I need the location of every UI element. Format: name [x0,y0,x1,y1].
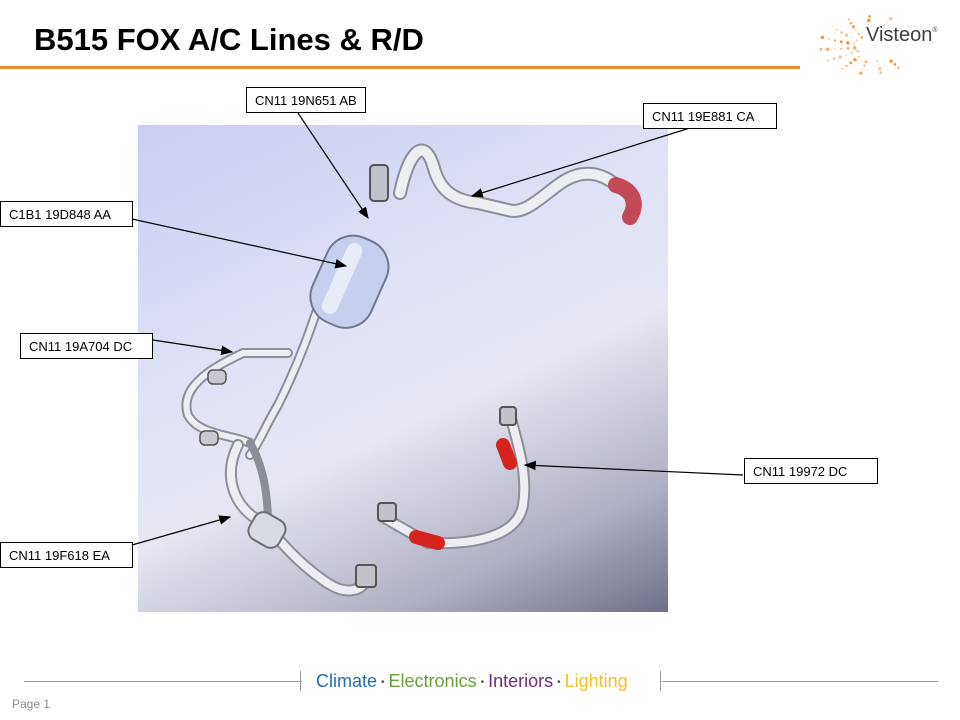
tagline-lighting: Lighting [564,671,628,691]
title-underline [0,66,800,69]
footer-rule-left [24,681,302,682]
footer-rule-right [662,681,938,682]
ac-lines-photo [138,125,668,612]
visteon-logo-icon [819,15,910,75]
slide-title: B515 FOX A/C Lines & R/D [34,22,424,57]
tagline-electronics: Electronics [388,671,477,691]
callout-19e881: CN11 19E881 CA [643,103,777,129]
tagline-climate: Climate [316,671,378,691]
callout-19f618: CN11 19F618 EA [0,542,133,568]
callout-19d848: C1B1 19D848 AA [0,201,133,227]
red-fitting-top-right [608,177,642,225]
ac-lines-illustration [181,143,642,597]
tagline-interiors: Interiors [488,671,554,691]
muffler-lower [247,511,287,549]
page-number: Page 1 [12,697,51,711]
red-band-lower [409,530,445,550]
callout-19a704: CN11 19A704 DC [20,333,153,359]
footer-tick-right [660,671,661,691]
logo-wordmark: Visteon® [866,24,938,46]
pipe-separate-line [377,409,531,550]
red-band-upper [496,438,517,470]
callout-19n651: CN11 19N651 AB [246,87,366,113]
callout-19972: CN11 19972 DC [744,458,878,484]
footer-tick-left [300,671,301,691]
footer-tagline: Climate•Electronics•Interiors•Lighting [316,671,628,691]
